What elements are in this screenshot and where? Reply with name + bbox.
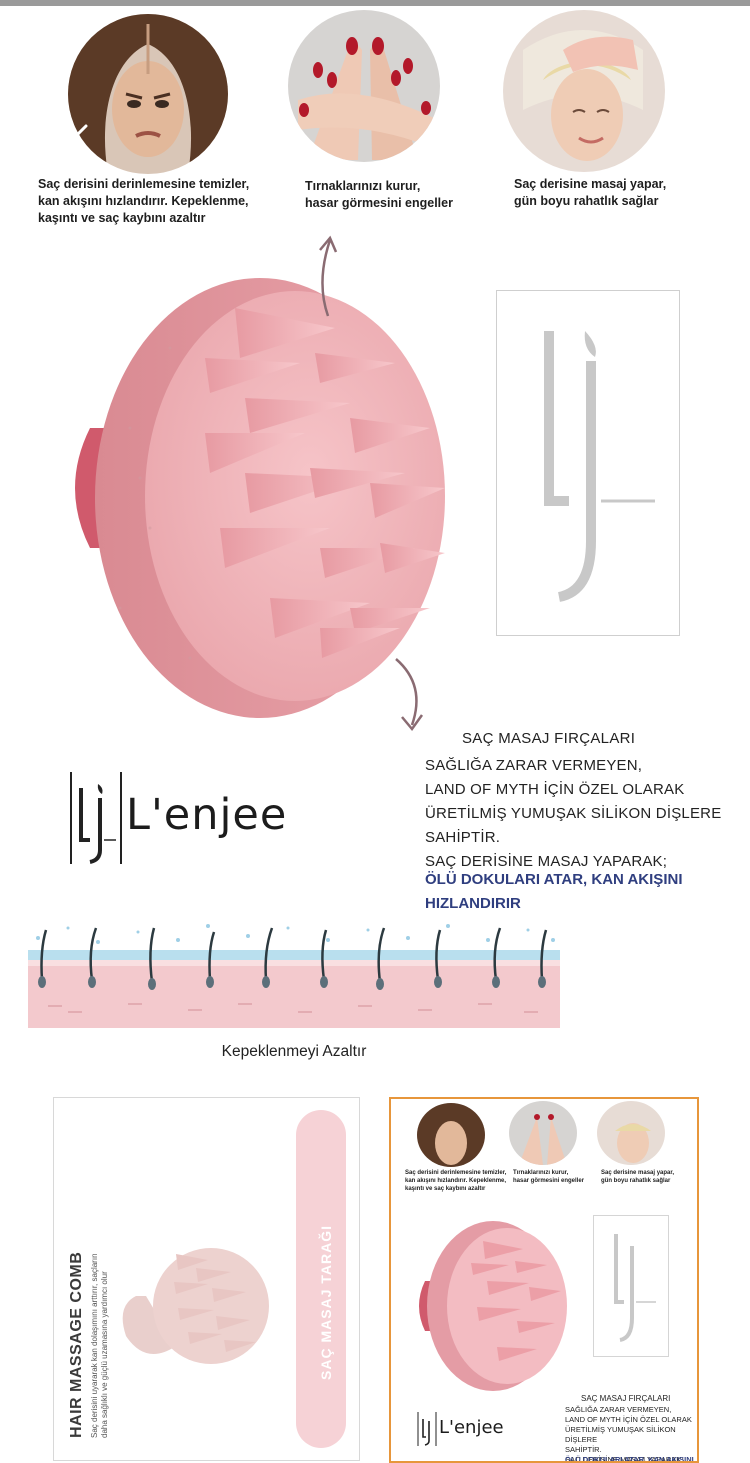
- product-heading: SAÇ MASAJ FIRÇALARI: [462, 730, 636, 747]
- hair-scalp-woman-icon: [417, 1103, 485, 1167]
- product-card-left: SAÇ MASAJ TARAĞI HAIR MASSAGE COMB Saç d…: [53, 1097, 360, 1461]
- thumb-brush-image: [419, 1221, 567, 1391]
- close-icon[interactable]: [52, 120, 92, 160]
- hair-scalp-woman-icon: [68, 14, 228, 174]
- card-left-brush-image: [122, 1248, 269, 1364]
- thumb-highlight: ÖLÜ DOKULARI ATAR, KAN AKIŞINI: [565, 1455, 694, 1463]
- product-card-right: Saç derisini derinlemesine temizler, kan…: [389, 1097, 699, 1463]
- skin-caption: Kepeklenmeyi Azaltır: [221, 1043, 367, 1060]
- card-left-title: HAIR MASSAGE COMB: [68, 1251, 85, 1438]
- thumb-caption-1: Saç derisini derinlemesine temizler, kan…: [405, 1170, 507, 1192]
- thumb-caption-3: Saç derisine masaj yapar, gün boyu rahat…: [601, 1170, 675, 1184]
- thumb-circle-3: [597, 1101, 665, 1165]
- feature-caption-1: Saç derisini derinlemesine temizler, kan…: [38, 177, 250, 225]
- thumb-description: SAĞLIĞA ZARAR VERMEYEN, LAND OF MYTH İÇİ…: [565, 1405, 692, 1463]
- brush-illustration: [75, 278, 445, 718]
- scalp-massage-woman-icon: [597, 1101, 665, 1165]
- brand-monogram-icon: [544, 331, 655, 602]
- thumb-caption-2: Tırnaklarınızı kurur, hasar görmesini en…: [513, 1170, 585, 1184]
- pink-band: [296, 1110, 346, 1448]
- scalp-massage-woman-icon: [503, 10, 665, 172]
- thumb-circle-1: [417, 1103, 485, 1167]
- feature-image-scalp-massage: [503, 10, 665, 172]
- brand-logo-mark: [70, 772, 122, 864]
- arrow-down-icon: [395, 658, 424, 732]
- brand-monogram-icon: [614, 1234, 656, 1342]
- product-description: SAĞLIĞA ZARAR VERMEYEN, LAND OF MYTH İÇİ…: [425, 757, 722, 870]
- product-highlight: ÖLÜ DOKULARI ATAR, KAN AKIŞINI HIZLANDIR…: [425, 871, 683, 912]
- thumb-circle-2: [509, 1101, 577, 1165]
- thumb-logo-box: [593, 1215, 669, 1357]
- feature-caption-3: Saç derisine masaj yapar, gün boyu rahat…: [514, 177, 667, 208]
- band-label: SAÇ MASAJ TARAĞI: [318, 1225, 334, 1380]
- thumb-heading: SAÇ MASAJ FIRÇALARI: [581, 1394, 671, 1403]
- hands-nails-icon: [288, 10, 440, 162]
- hands-nails-icon: [509, 1101, 577, 1165]
- top-bar: [0, 0, 750, 6]
- feature-image-hands-nails: [288, 10, 440, 162]
- thumb-brand-name: L'enjee: [439, 1417, 504, 1438]
- feature-image-hair-scalp: [68, 14, 228, 174]
- skin-cross-section: [28, 924, 560, 1028]
- thumb-brand-mark: [417, 1412, 437, 1446]
- feature-caption-2: Tırnaklarınızı kurur, hasar görmesini en…: [305, 179, 453, 210]
- arrow-up-icon: [319, 235, 338, 317]
- brand-name: L'enjee: [126, 790, 288, 840]
- close-icon-glyph: [56, 124, 88, 156]
- card-left-subtitle: Saç derisini uyararak kan dolaşımını art…: [90, 1253, 109, 1438]
- brand-logo-box: [496, 290, 680, 636]
